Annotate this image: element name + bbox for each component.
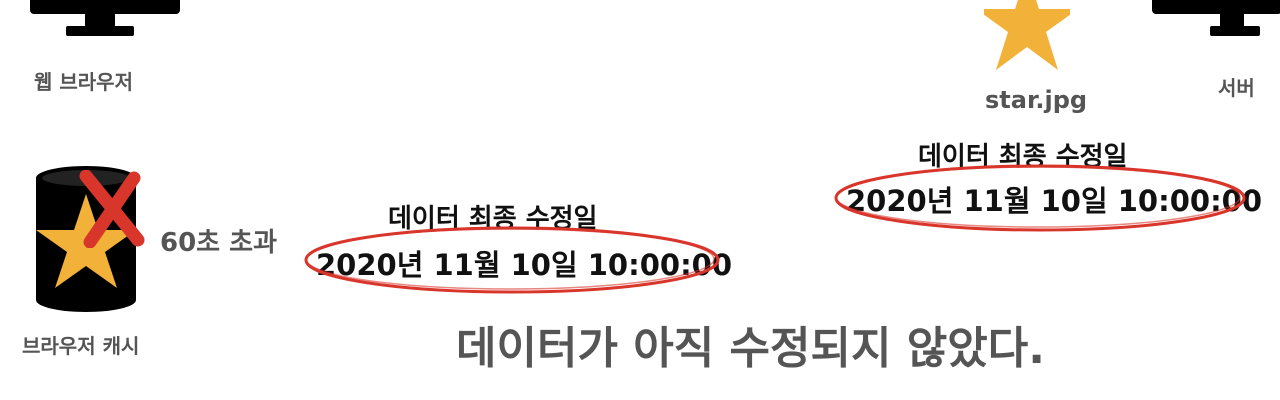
x-mark-icon	[79, 170, 145, 248]
conclusion-text: 데이터가 아직 수정되지 않았다.	[456, 323, 1045, 374]
server-monitor-icon	[1152, 0, 1280, 36]
file-name: star.jpg	[985, 86, 1088, 114]
monitor-icon	[30, 0, 180, 36]
cache-expired-text: 60초 초과	[160, 228, 277, 258]
cache-last-modified-value: 2020년 11월 10일 10:00:00	[316, 248, 733, 282]
cache-label: 브라우저 캐시	[22, 334, 140, 358]
star-icon	[984, 0, 1070, 70]
server-label: 서버	[1218, 76, 1255, 100]
client-label: 웹 브라우저	[34, 70, 133, 94]
server-last-modified-value: 2020년 11월 10일 10:00:00	[846, 184, 1263, 218]
server-highlight-circle	[834, 164, 1246, 232]
cache-highlight-circle	[304, 226, 720, 294]
